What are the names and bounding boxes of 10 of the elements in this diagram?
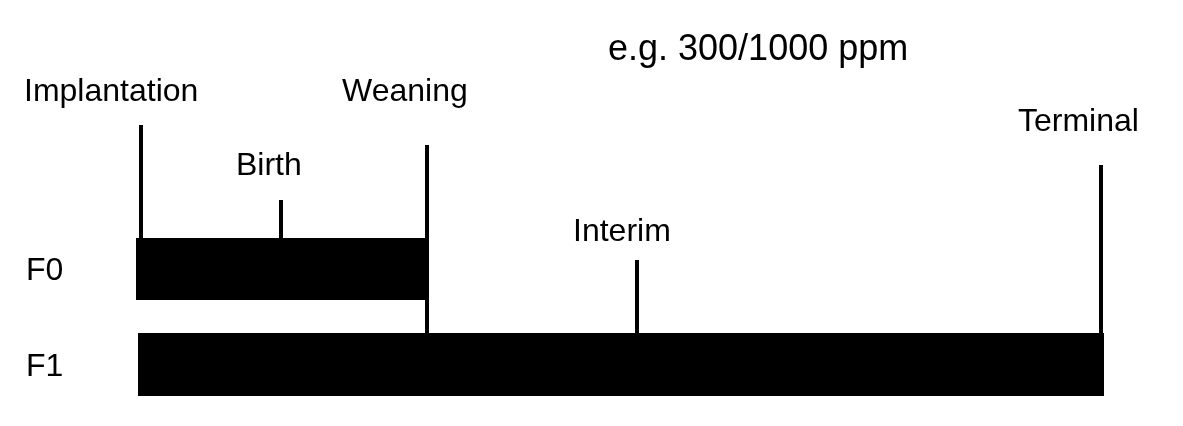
row-label: F0: [26, 251, 64, 287]
timeline-bar: [138, 333, 1104, 396]
row-label: F1: [26, 347, 64, 383]
timeline-bar: [136, 238, 428, 300]
timepoint-label: Interim: [573, 212, 671, 248]
timepoint-label: Weaning: [342, 72, 468, 108]
timepoint-label: Implantation: [24, 72, 199, 108]
dose-note: e.g. 300/1000 ppm: [608, 28, 909, 68]
timepoint-label: Birth: [236, 146, 302, 182]
timepoint-label: Terminal: [1018, 102, 1139, 138]
